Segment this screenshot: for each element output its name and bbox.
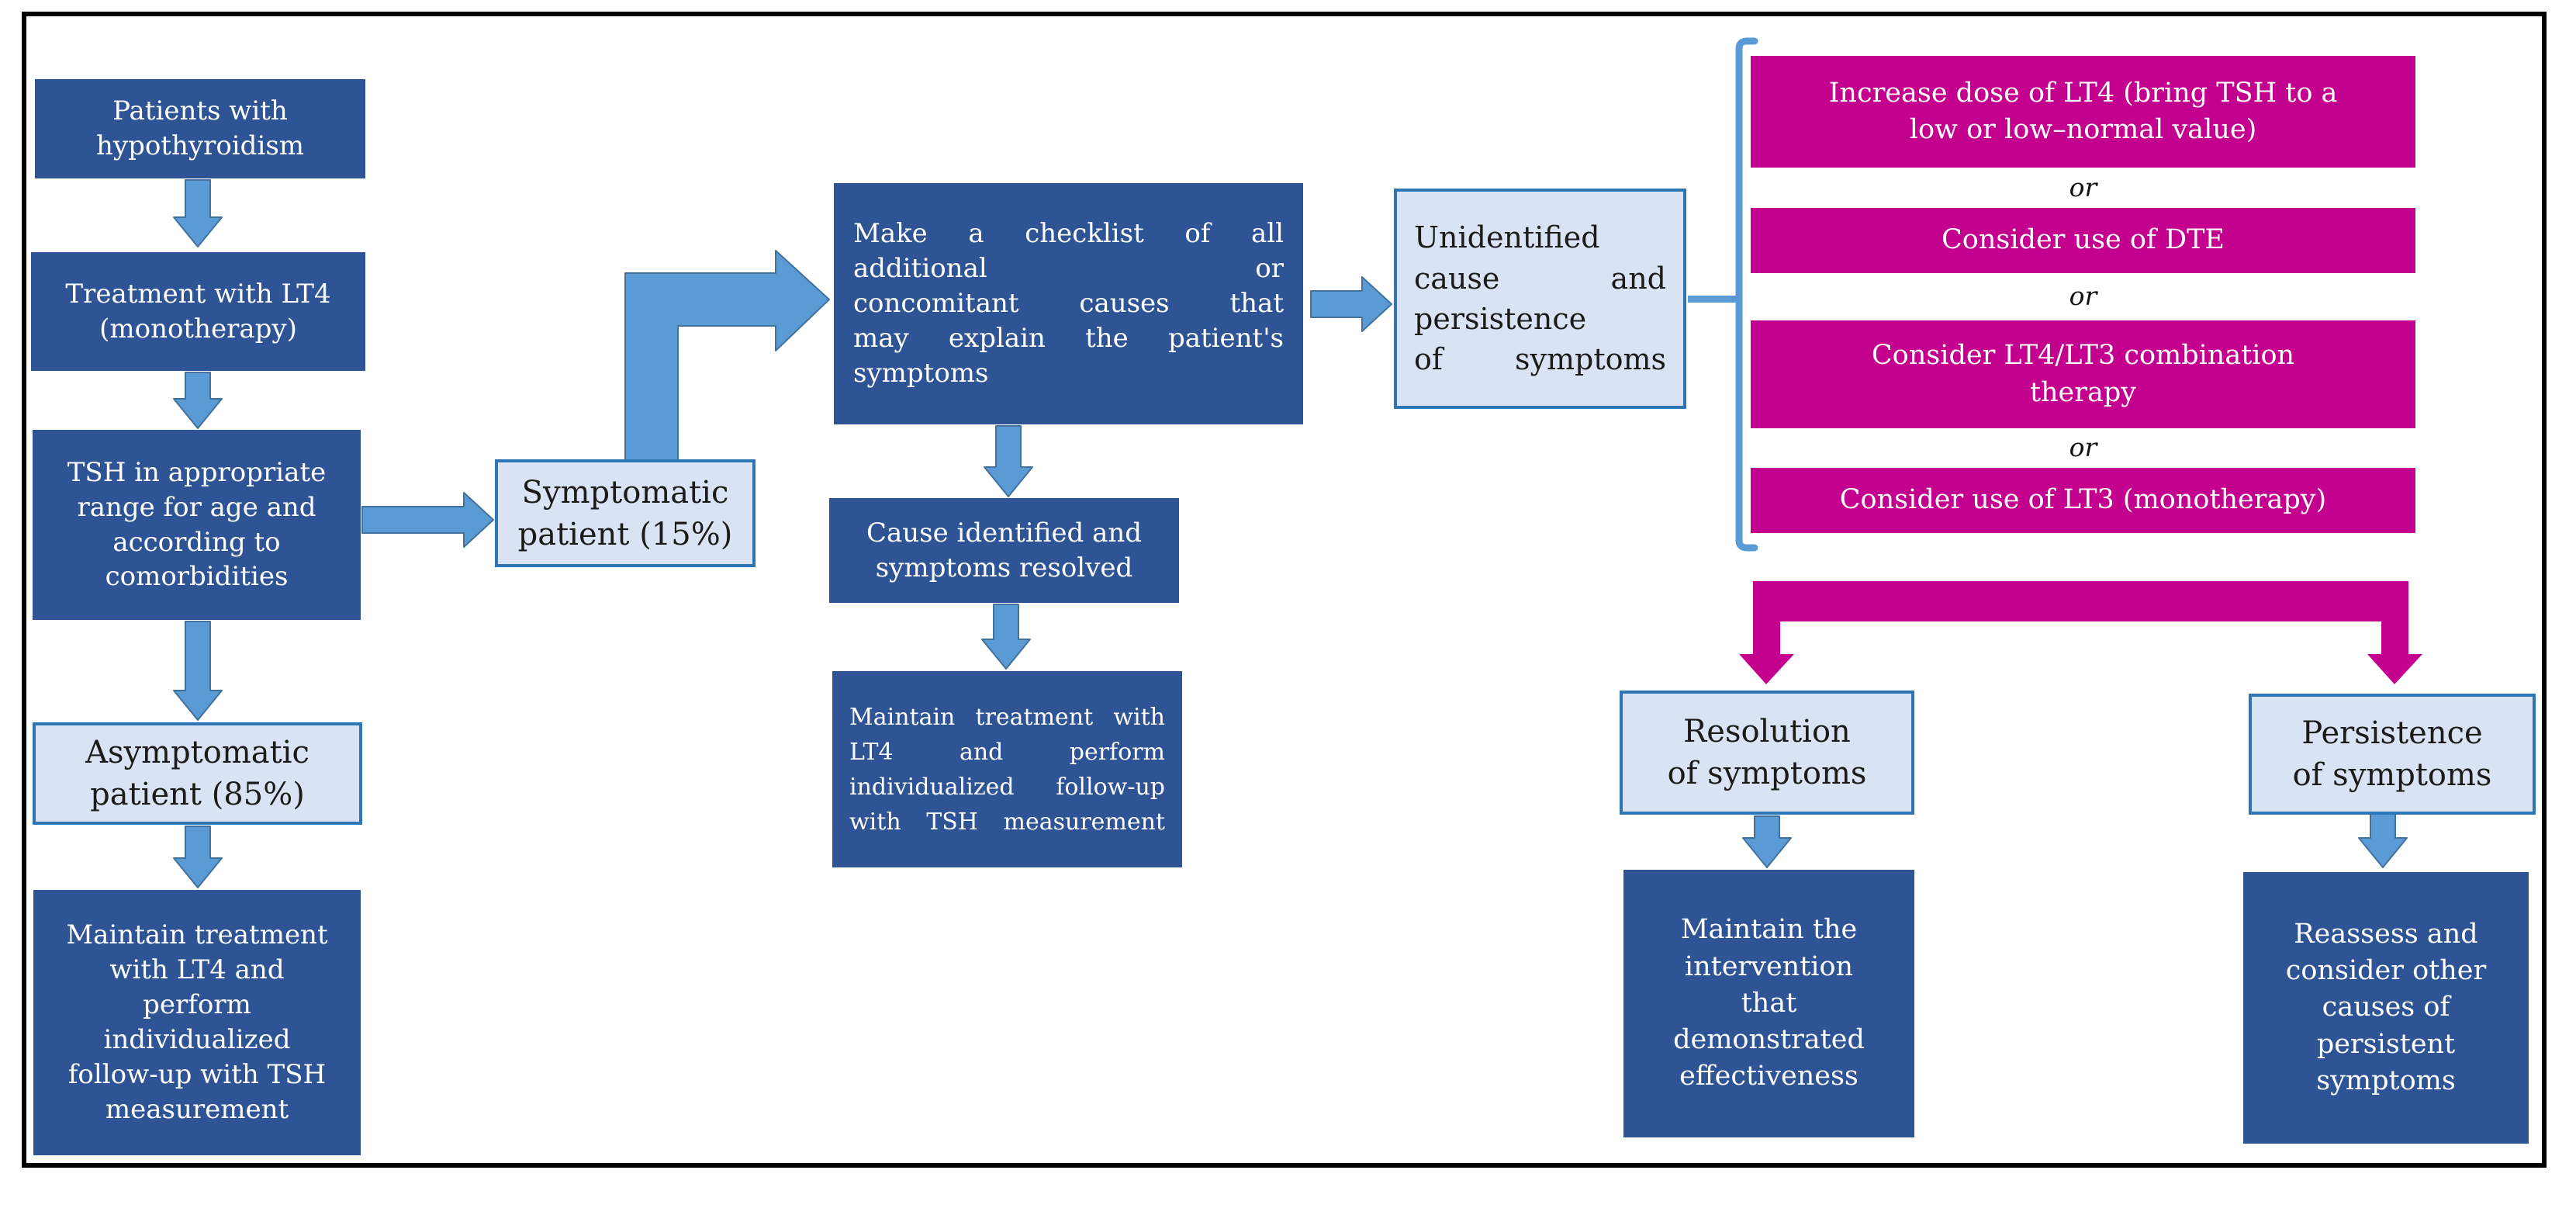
or-separator-2: or	[1751, 272, 2415, 320]
node-option-increase-lt4: Increase dose of LT4 (bring TSH to a low…	[1751, 56, 2415, 168]
arrow-cause-to-maintain-icon	[981, 604, 1031, 670]
node-label: Increase dose of LT4 (bring TSH to a low…	[1828, 77, 2338, 145]
node-reassess-other-causes: Reassess and consider other causes of pe…	[2243, 872, 2529, 1144]
arrow-treatment-to-tsh-icon	[173, 372, 223, 429]
magenta-split-arrow-bar	[1753, 581, 2408, 656]
arrow-tsh-to-asymptomatic-icon	[173, 621, 223, 721]
arrow-asymptomatic-to-maintain-icon	[173, 826, 223, 888]
or-separator-3: or	[1751, 427, 2415, 467]
node-maintain-intervention: Maintain the intervention that demonstra…	[1623, 870, 1914, 1137]
node-option-lt3-monotherapy: Consider use of LT3 (monotherapy)	[1751, 468, 2415, 533]
node-label: Maintain the intervention that demonstra…	[1673, 914, 1865, 1092]
node-tsh-in-appropriate-range: TSH in appropriate range for age and acc…	[33, 430, 361, 620]
connector-unidentified-to-bracket	[1688, 296, 1741, 303]
node-label: Treatment with LT4 (monotherapy)	[65, 278, 331, 344]
arrow-checklist-to-unidentified-icon	[1310, 276, 1392, 332]
node-resolution-of-symptoms: Resolution of symptoms	[1620, 691, 1914, 815]
node-maintain-treatment-left: Maintain treatment with LT4 and perform …	[33, 890, 361, 1155]
node-label: Consider use of LT3 (monotherapy)	[1839, 484, 2327, 516]
node-unidentified-cause: Unidentified cause and persistence of sy…	[1394, 189, 1686, 409]
or-label: or	[2069, 280, 2097, 311]
node-label: TSH in appropriate range for age and acc…	[67, 456, 327, 593]
magenta-split-arrowhead-right-icon	[2367, 654, 2422, 684]
arrow-patients-to-treatment-icon	[173, 179, 223, 248]
node-maintain-treatment-middle: Maintain treatment with LT4 and perform …	[832, 671, 1182, 867]
or-label: or	[2069, 431, 2097, 462]
node-make-checklist: Make a checklist of all additional or co…	[834, 183, 1303, 424]
node-option-lt4-lt3-combination: Consider LT4/LT3 combination therapy	[1751, 320, 2415, 428]
node-label: Make a checklist of all additional or co…	[853, 218, 1284, 389]
node-option-consider-dte: Consider use of DTE	[1751, 208, 2415, 273]
node-asymptomatic-patient: Asymptomatic patient (85%)	[33, 722, 362, 825]
node-label: Cause identified and symptoms resolved	[866, 517, 1143, 583]
node-label: Patients with hypothyroidism	[95, 95, 305, 161]
magenta-split-arrowhead-left-icon	[1739, 654, 1794, 684]
node-label: Maintain treatment with LT4 and perform …	[849, 703, 1165, 836]
node-label: Maintain treatment with LT4 and perform …	[66, 919, 328, 1125]
node-label: Unidentified cause and persistence of sy…	[1414, 220, 1666, 377]
node-cause-identified: Cause identified and symptoms resolved	[829, 498, 1179, 603]
node-persistence-of-symptoms: Persistence of symptoms	[2249, 694, 2536, 815]
arrow-tsh-to-symptomatic-icon	[361, 492, 494, 548]
node-label: Consider LT4/LT3 combination therapy	[1871, 340, 2295, 408]
node-label: Consider use of DTE	[1942, 224, 2225, 256]
node-label: Resolution of symptoms	[1667, 714, 1867, 791]
node-patients-with-hypothyroidism: Patients with hypothyroidism	[35, 79, 365, 178]
arrow-persistence-to-reassess-icon	[2358, 809, 2408, 868]
node-treatment-with-lt4: Treatment with LT4 (monotherapy)	[31, 252, 365, 371]
node-label: Asymptomatic patient (85%)	[85, 735, 309, 812]
node-label: Symptomatic patient (15%)	[517, 474, 733, 552]
node-label: Reassess and consider other causes of pe…	[2285, 918, 2487, 1096]
or-label: or	[2069, 171, 2097, 203]
options-bracket-icon	[1735, 37, 1758, 552]
diagram-frame	[22, 12, 2547, 1168]
or-separator-1: or	[1751, 166, 2415, 208]
node-label: Persistence of symptoms	[2292, 715, 2492, 793]
arrow-resolution-to-maintain-icon	[1742, 815, 1792, 868]
node-symptomatic-patient: Symptomatic patient (15%)	[495, 459, 756, 567]
arrow-checklist-to-cause-icon	[984, 425, 1033, 497]
